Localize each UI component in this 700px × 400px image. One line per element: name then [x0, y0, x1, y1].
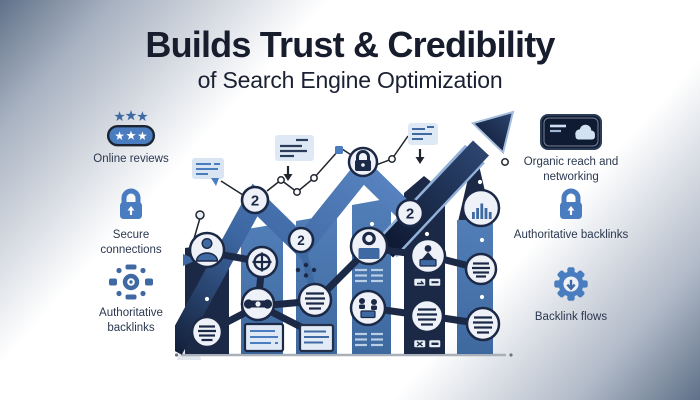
- note-card-3: [408, 123, 438, 164]
- text-lines-icon: [305, 292, 325, 310]
- target-node: [245, 245, 279, 279]
- right-item-authoritative-backlinks: Authoritative backlinks: [511, 185, 631, 243]
- baseline: [175, 353, 513, 357]
- left-item-secure-connections: Secure connections: [83, 185, 179, 258]
- bar4-line-groups: [355, 268, 383, 347]
- text-lines-node: [465, 306, 501, 342]
- person-icon: [362, 231, 376, 246]
- left-item-label: Secure connections: [100, 229, 162, 256]
- badge-number: 2: [251, 193, 259, 210]
- step-badges: 2 2 2: [240, 185, 425, 254]
- padlock-icon: [356, 150, 370, 161]
- text-lines-icon: [472, 262, 490, 278]
- padlock-icon: [120, 188, 142, 219]
- badge-number: 2: [297, 233, 305, 248]
- speaker-podium-node: [409, 237, 447, 275]
- person-node: [188, 231, 226, 269]
- bar5-chips: [412, 277, 442, 349]
- right-item-label: Backlink flows: [534, 311, 608, 323]
- person-icon: [201, 237, 213, 249]
- left-item-label: Online reviews: [93, 153, 169, 165]
- text-lines-node: [190, 315, 224, 349]
- page-subtitle: of Search Engine Optimization: [197, 66, 503, 93]
- page-title: Builds Trust & Credibility: [145, 24, 555, 65]
- header: Builds Trust & Credibility of Search Eng…: [0, 26, 700, 94]
- note-cards: [192, 123, 438, 186]
- text-lines-icon: [417, 308, 437, 326]
- gear-dots-icon: [109, 264, 153, 300]
- star-rating-icon: [106, 109, 156, 147]
- text-lines-node: [409, 298, 445, 334]
- left-item-label: Authoritative backlinks: [99, 307, 163, 334]
- right-item-organic-reach: Organic reach and networking: [511, 112, 631, 185]
- bar-chart-icon: [472, 203, 492, 219]
- text-lines-node: [297, 282, 333, 318]
- key-node: [240, 286, 276, 322]
- note-card-2: [275, 135, 314, 181]
- growth-arrow: [376, 110, 515, 258]
- bar-chart-node: [461, 188, 501, 228]
- node-square: [335, 146, 343, 154]
- people-podium-node: [349, 289, 387, 327]
- flag-pennant-icon: [183, 254, 197, 266]
- gear-down-arrow-icon: [554, 267, 588, 301]
- card-cloud-icon: [540, 114, 602, 150]
- padlock-icon: [560, 188, 582, 219]
- person-card-node: [349, 226, 389, 266]
- document-card: [298, 323, 335, 353]
- left-item-authoritative-backlinks: Authoritative backlinks: [83, 263, 179, 336]
- right-item-label: Authoritative backlinks: [513, 229, 629, 241]
- text-lines-icon: [473, 316, 493, 334]
- document-card: [243, 322, 285, 353]
- note-card-1: [192, 158, 224, 186]
- people-icon: [359, 298, 365, 304]
- left-item-online-reviews: Online reviews: [83, 109, 179, 167]
- text-lines-icon: [198, 325, 216, 342]
- speaker-icon: [424, 245, 432, 252]
- right-item-backlink-flows: Backlink flows: [511, 261, 631, 325]
- text-lines-node: [464, 252, 498, 286]
- icon-circles: [188, 146, 501, 349]
- badge-number: 2: [406, 206, 414, 223]
- bar-bottom-cards: [243, 322, 335, 353]
- growth-chart-illustration: 2 2 2: [175, 110, 515, 360]
- bar-dots: [204, 179, 485, 302]
- lock-node: [347, 146, 379, 178]
- right-item-label: Organic reach and networking: [523, 156, 619, 183]
